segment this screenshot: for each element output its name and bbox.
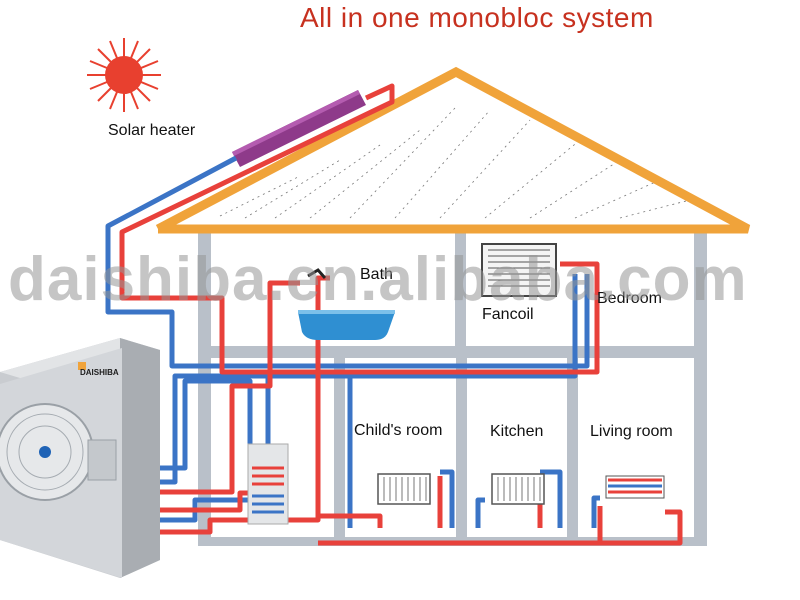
solar-panel (232, 90, 366, 167)
hot-pipes (119, 83, 683, 546)
label-fancoil: Fancoil (482, 306, 534, 323)
label-bath: Bath (360, 266, 393, 283)
label-bedroom: Bedroom (597, 290, 662, 307)
label-childs-room: Child's room (354, 422, 443, 439)
label-solar-heater: Solar heater (108, 122, 196, 139)
attic-hatching (219, 107, 691, 219)
roof (155, 66, 751, 234)
radiator-childs-room (377, 473, 431, 505)
label-kitchen: Kitchen (490, 423, 544, 440)
fancoil-icon (481, 243, 557, 297)
watermark: daishiba.en.alibaba.com (8, 245, 748, 314)
sun-icon (87, 38, 161, 112)
water-tank (247, 443, 289, 525)
bathtub-icon (298, 268, 395, 340)
page-title: All in one monobloc system (300, 2, 654, 33)
unit-brand-label: DAISHIBA (80, 368, 119, 377)
heat-pump-unit (0, 338, 160, 578)
radiator-living-room (605, 475, 665, 499)
radiator-kitchen (491, 473, 545, 505)
label-living-room: Living room (590, 423, 673, 440)
